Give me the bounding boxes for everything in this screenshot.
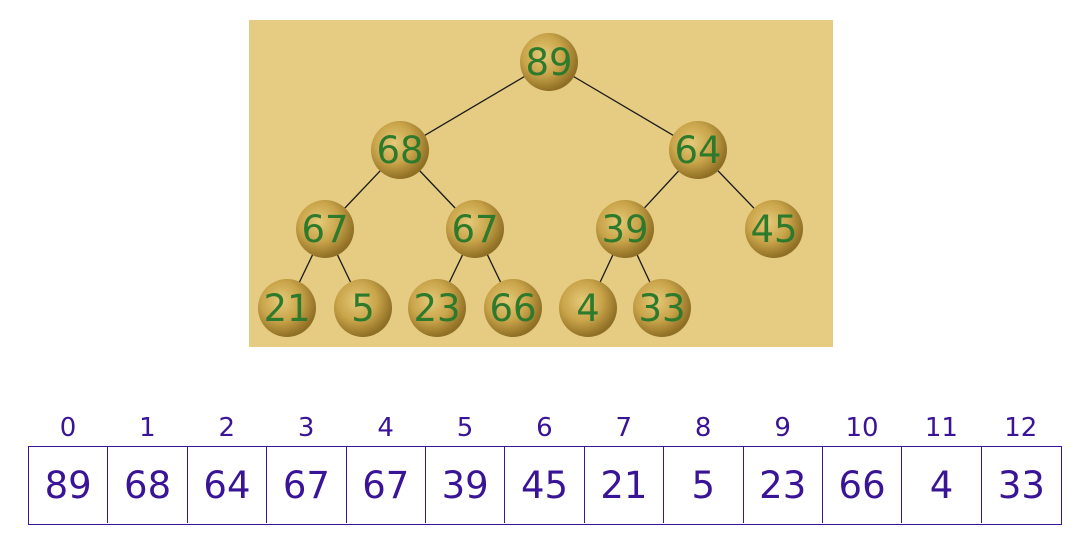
array-cell: 67	[347, 447, 426, 523]
tree-node: 39	[596, 200, 654, 258]
tree-node-ball	[559, 279, 617, 337]
tree-node: 67	[446, 200, 504, 258]
tree-node-ball	[408, 279, 466, 337]
tree-node-value: 21	[263, 287, 310, 330]
array-cell: 45	[505, 447, 585, 523]
tree-node-value: 4	[576, 287, 600, 330]
array-index-label: 0	[59, 413, 77, 443]
tree-node-value: 68	[376, 129, 423, 172]
tree-node-ball	[258, 279, 316, 337]
tree-node: 89	[520, 33, 578, 91]
tree-node-value: 33	[638, 287, 685, 330]
array-cell: 66	[823, 447, 903, 523]
tree-node-value: 23	[413, 287, 460, 330]
tree-node: 21	[258, 279, 316, 337]
tree-node-value: 67	[451, 208, 498, 251]
array-index-label: 8	[694, 413, 712, 443]
tree-node: 45	[745, 200, 803, 258]
tree-node-value: 66	[489, 287, 536, 330]
array-cell: 89	[29, 447, 109, 523]
tree-node-value: 39	[601, 208, 648, 251]
array-index-label: 9	[774, 413, 791, 443]
tree-node: 66	[484, 279, 542, 337]
tree-panel: 89 68 64 67 67 39 45 21 5 23 66 4 33	[249, 20, 833, 347]
array-index-label: 6	[536, 413, 553, 443]
tree-node-ball	[633, 279, 691, 337]
array-cell: 64	[188, 447, 268, 523]
tree-node: 23	[408, 279, 466, 337]
array-index-label: 10	[845, 413, 879, 443]
array-index-label: 11	[924, 413, 958, 443]
tree-node: 4	[559, 279, 617, 337]
tree-node-ball	[596, 200, 654, 258]
array-index-label: 3	[297, 413, 315, 443]
tree-node-ball	[669, 121, 727, 179]
tree-node-value: 45	[750, 208, 797, 251]
heap-tree: 89 68 64 67 67 39 45 21 5 23 66 4 33	[258, 33, 803, 337]
array-index-label: 5	[456, 413, 474, 443]
array-cell: 4	[902, 447, 982, 523]
tree-node-value: 67	[301, 208, 348, 251]
array-cell: 67	[267, 447, 347, 523]
array-cell: 33	[997, 463, 1045, 507]
tree-node-ball	[520, 33, 578, 91]
array-index-label: 4	[377, 413, 394, 443]
array-cell: 21	[585, 447, 665, 523]
tree-node: 64	[669, 121, 727, 179]
array-index-label: 7	[615, 413, 633, 443]
tree-node-value: 64	[674, 129, 721, 172]
tree-node-ball	[484, 279, 542, 337]
tree-node-ball	[296, 200, 354, 258]
tree-node-value: 89	[525, 41, 572, 84]
tree-node: 5	[334, 279, 392, 337]
array-cell: 5	[664, 447, 744, 523]
array-cell: 68	[108, 447, 188, 523]
array-cell: 39	[426, 447, 506, 523]
tree-node: 33	[633, 279, 691, 337]
tree-node-value: 5	[351, 287, 375, 330]
array-index-label: 1	[139, 413, 156, 443]
tree-node-ball	[334, 279, 392, 337]
array-cell: 23	[744, 447, 823, 523]
array-index-label: 12	[1004, 413, 1038, 443]
tree-node: 67	[296, 200, 354, 258]
tree-node-ball	[446, 200, 504, 258]
tree-node-ball	[371, 121, 429, 179]
tree-node-ball	[745, 200, 803, 258]
tree-node: 68	[371, 121, 429, 179]
array-index-label: 2	[218, 413, 236, 443]
